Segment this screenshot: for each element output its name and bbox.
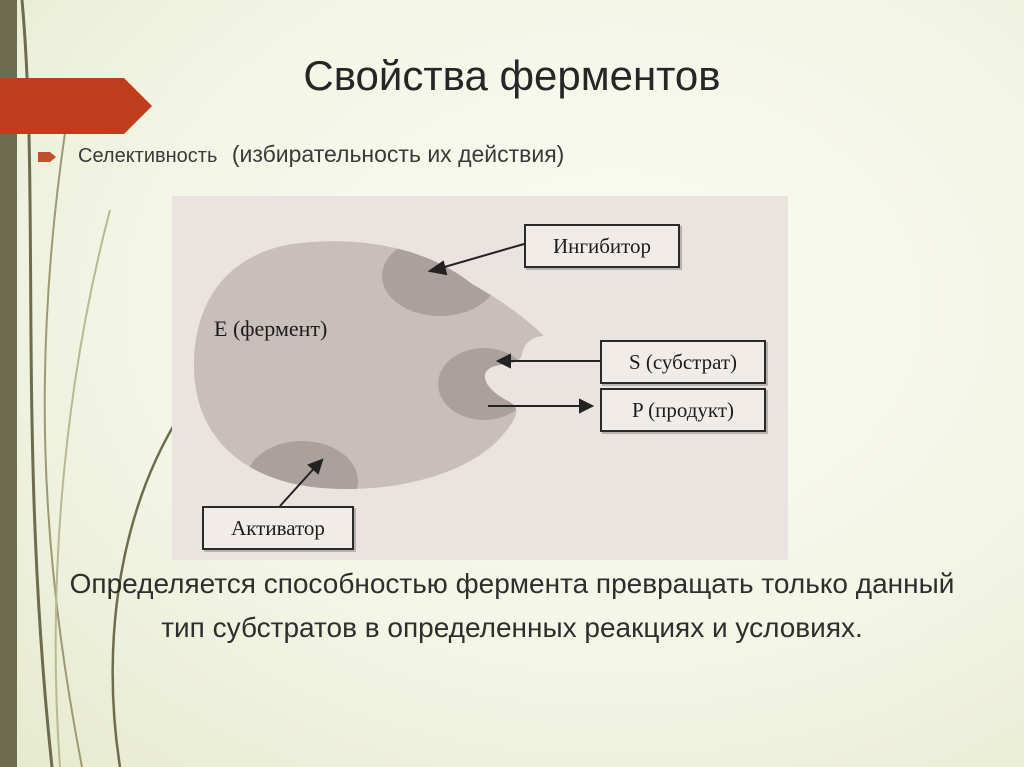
diagram-graphic [194,241,600,507]
left-decor-bar [0,0,17,767]
bullet-arrow-icon [38,152,56,162]
slide-title: Свойства ферментов [303,52,721,99]
bullet-item: Селективность (избирательность их действ… [78,141,564,168]
enzyme-diagram: E (фермент) Ингибитор S (субстрат) P (пр… [172,196,788,560]
description-text: Определяется способностью фермента превр… [69,568,955,643]
activator-label-box: Активатор [202,506,354,550]
substrate-label-box: S (субстрат) [600,340,766,384]
bullet-sub-text: (избирательность их действия) [231,141,565,167]
active-site [438,348,530,420]
inhibitor-site [382,241,498,316]
inhibitor-label-box: Ингибитор [524,224,680,268]
accent-tab [0,78,152,134]
bullet-main-text: Селективность [78,145,218,167]
product-label-box: P (продукт) [600,388,766,432]
enzyme-label: E (фермент) [214,316,328,341]
